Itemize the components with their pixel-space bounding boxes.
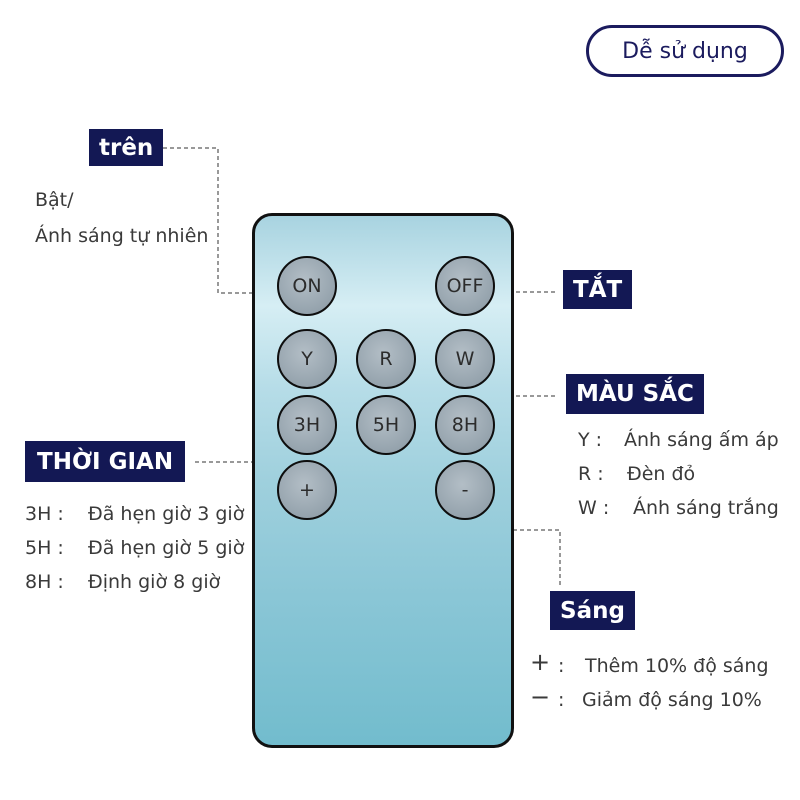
color-key-w: W : bbox=[578, 497, 610, 519]
time-value-8h: Định giờ 8 giờ bbox=[88, 571, 221, 593]
brightness-value-minus: Giảm độ sáng 10% bbox=[582, 689, 762, 711]
timer-3h-button[interactable]: 3H bbox=[277, 395, 337, 455]
time-key-3h: 3H : bbox=[25, 503, 64, 525]
on-desc-line2: Ánh sáng tự nhiên bbox=[35, 225, 209, 247]
color-tag: MÀU SẮC bbox=[566, 374, 704, 414]
brightness-colon-minus: : bbox=[558, 689, 565, 711]
time-tag: THỜI GIAN bbox=[25, 441, 186, 482]
color-value-r: Đèn đỏ bbox=[627, 463, 696, 485]
red-light-button[interactable]: R bbox=[356, 329, 416, 389]
timer-8h-button[interactable]: 8H bbox=[435, 395, 495, 455]
color-key-r: R : bbox=[578, 463, 604, 485]
time-value-5h: Đã hẹn giờ 5 giờ bbox=[88, 537, 245, 559]
brightness-tag: Sáng bbox=[550, 591, 635, 630]
color-value-y: Ánh sáng ấm áp bbox=[624, 429, 779, 451]
white-light-button[interactable]: W bbox=[435, 329, 495, 389]
on-tag: trên bbox=[89, 129, 164, 166]
remote-control: ON OFF Y R W 3H 5H 8H + - bbox=[252, 213, 514, 748]
color-key-y: Y : bbox=[578, 429, 603, 451]
time-key-5h: 5H : bbox=[25, 537, 64, 559]
brightness-down-button[interactable]: - bbox=[435, 460, 495, 520]
timer-5h-button[interactable]: 5H bbox=[356, 395, 416, 455]
brightness-up-button[interactable]: + bbox=[277, 460, 337, 520]
ease-of-use-badge: Dễ sử dụng bbox=[586, 25, 784, 77]
time-key-8h: 8H : bbox=[25, 571, 64, 593]
on-desc-line1: Bật/ bbox=[35, 189, 74, 211]
off-tag: TẮT bbox=[563, 270, 633, 309]
brightness-colon-plus: : bbox=[558, 655, 565, 677]
time-value-3h: Đã hẹn giờ 3 giờ bbox=[88, 503, 245, 525]
color-value-w: Ánh sáng trắng bbox=[633, 497, 779, 519]
warm-light-button[interactable]: Y bbox=[277, 329, 337, 389]
on-button[interactable]: ON bbox=[277, 256, 337, 316]
brightness-key-plus: + bbox=[530, 648, 551, 676]
brightness-key-minus: − bbox=[530, 683, 551, 711]
on-callout-line bbox=[163, 147, 277, 294]
off-button[interactable]: OFF bbox=[435, 256, 495, 316]
brightness-value-plus: Thêm 10% độ sáng bbox=[585, 655, 769, 677]
